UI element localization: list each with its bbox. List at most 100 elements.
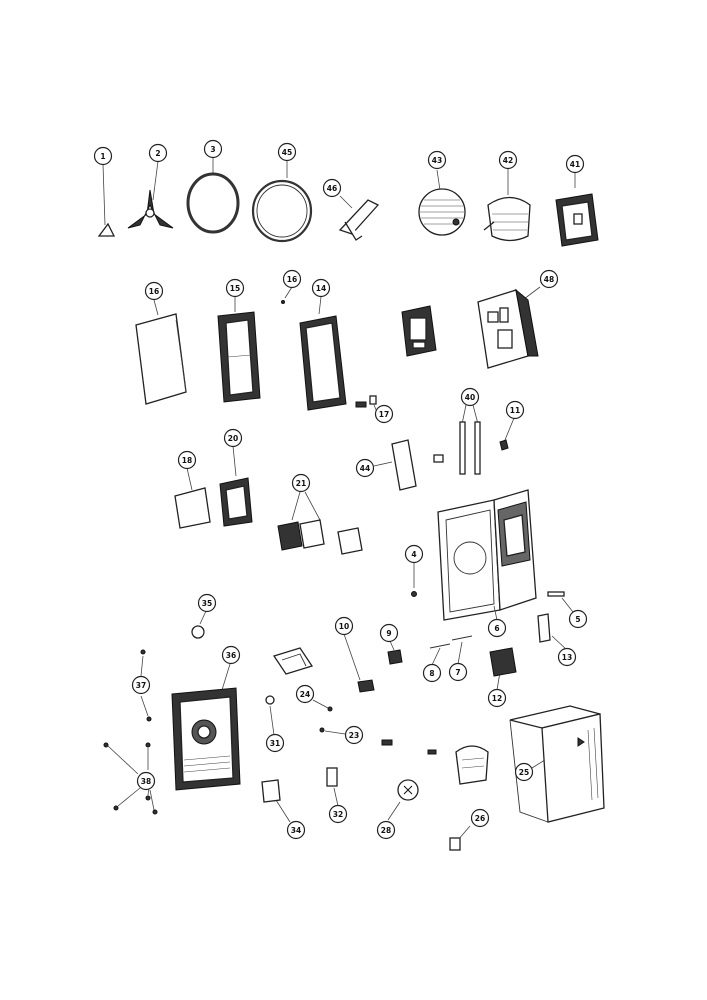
part-2-roller-support	[127, 160, 174, 229]
callout-p11: 11	[505, 400, 525, 420]
callout-circle	[460, 387, 480, 407]
callout-number: 48	[544, 275, 554, 284]
callout-circle	[197, 593, 217, 613]
callout-number: 32	[333, 810, 343, 819]
part-17-latch	[355, 395, 378, 413]
callout-circle	[311, 278, 331, 298]
callout-p21: 21	[291, 473, 311, 493]
callout-number: 36	[226, 651, 236, 660]
callout-circle	[505, 400, 525, 420]
callout-number: 45	[282, 148, 292, 157]
callout-number: 14	[316, 284, 326, 293]
callout-p48: 48	[539, 269, 559, 289]
callout-number: 28	[381, 826, 391, 835]
part-5-lamp	[547, 591, 574, 613]
callout-circle	[148, 143, 168, 163]
callout-circle	[487, 618, 507, 638]
callout-circle	[355, 458, 375, 478]
callout-number: 31	[270, 739, 280, 748]
part-12-transformer	[489, 647, 517, 691]
callout-p14: 14	[311, 278, 331, 298]
part-35-thermostat	[191, 610, 207, 639]
callout-p28: 28	[376, 820, 396, 840]
callout-p40: 40	[460, 387, 480, 407]
callout-p20: 20	[223, 428, 243, 448]
part-21-switch-assembly	[277, 491, 325, 551]
callout-p34: 34	[286, 820, 306, 840]
callout-circle	[93, 146, 113, 166]
callout-number: 44	[360, 464, 370, 473]
part-3-roller-ring	[186, 157, 240, 234]
part-34-switch	[261, 779, 291, 823]
callout-p17: 17	[374, 404, 394, 424]
callout-number: 4	[411, 550, 416, 559]
callout-p43: 43	[427, 150, 447, 170]
part-44-cover-plate	[373, 439, 417, 491]
callout-circle	[144, 281, 164, 301]
part-32-fuse	[326, 767, 339, 807]
callout-circle	[225, 278, 245, 298]
callout-p45: 45	[277, 142, 297, 162]
callout-circle	[131, 675, 151, 695]
part-small-chip	[433, 454, 444, 463]
callout-p3: 3	[203, 139, 223, 159]
callout-number: 43	[432, 156, 442, 165]
part-28-fan-motor	[387, 779, 419, 821]
part-16-door-choke	[135, 299, 187, 405]
part-37-screws	[140, 649, 152, 722]
callout-number: 10	[339, 622, 349, 631]
part-38-feet-screws	[103, 742, 158, 815]
callout-p9: 9	[379, 623, 399, 643]
callout-circle	[557, 647, 577, 667]
callout-number: 9	[386, 629, 391, 638]
callout-circle	[376, 820, 396, 840]
callout-circle	[291, 473, 311, 493]
callout-p31: 31	[265, 733, 285, 753]
callout-circle	[427, 150, 447, 170]
callout-circle	[514, 762, 534, 782]
callout-p5: 5	[568, 609, 588, 629]
callout-p4: 4	[404, 544, 424, 564]
part-45-glass-tray	[251, 160, 313, 243]
callout-number: 5	[575, 615, 580, 624]
part-25-outer-case	[509, 705, 605, 823]
callout-circle	[221, 645, 241, 665]
part-11-screw	[499, 417, 515, 451]
callout-circle	[136, 771, 156, 791]
callout-circle	[539, 269, 559, 289]
callout-circle	[177, 450, 197, 470]
part-16-screw	[281, 286, 293, 304]
callout-number: 6	[494, 624, 499, 633]
callout-number: 3	[210, 145, 215, 154]
part-46-bracket	[338, 195, 380, 241]
part-41-cover	[555, 172, 599, 247]
part-small-connector	[381, 739, 437, 755]
callout-circle	[344, 725, 364, 745]
callout-circle	[334, 616, 354, 636]
callout-number: 26	[475, 814, 485, 823]
callout-p13: 13	[557, 647, 577, 667]
callout-p35: 35	[197, 593, 217, 613]
callout-p24: 24	[295, 684, 315, 704]
callout-p7: 7	[448, 662, 468, 682]
part-36-back-panel	[171, 663, 241, 791]
callout-number: 21	[296, 479, 306, 488]
callout-circle	[422, 663, 442, 683]
callout-p10: 10	[334, 616, 354, 636]
callout-p41: 41	[565, 154, 585, 174]
part-fan-bracket	[455, 745, 489, 785]
callout-circle	[322, 178, 342, 198]
part-26-cap	[449, 825, 471, 851]
callout-p42: 42	[498, 150, 518, 170]
part-10-bracket	[343, 633, 375, 693]
callout-p16a: 16	[144, 281, 164, 301]
part-31-lamp	[265, 695, 275, 736]
part-6-switch	[493, 605, 498, 621]
callout-circle	[498, 150, 518, 170]
callout-p44: 44	[355, 458, 375, 478]
callout-number: 46	[327, 184, 337, 193]
callout-number: 40	[465, 393, 475, 402]
callout-circle	[203, 139, 223, 159]
part-1-coupler	[97, 163, 116, 237]
callout-circle	[265, 733, 285, 753]
